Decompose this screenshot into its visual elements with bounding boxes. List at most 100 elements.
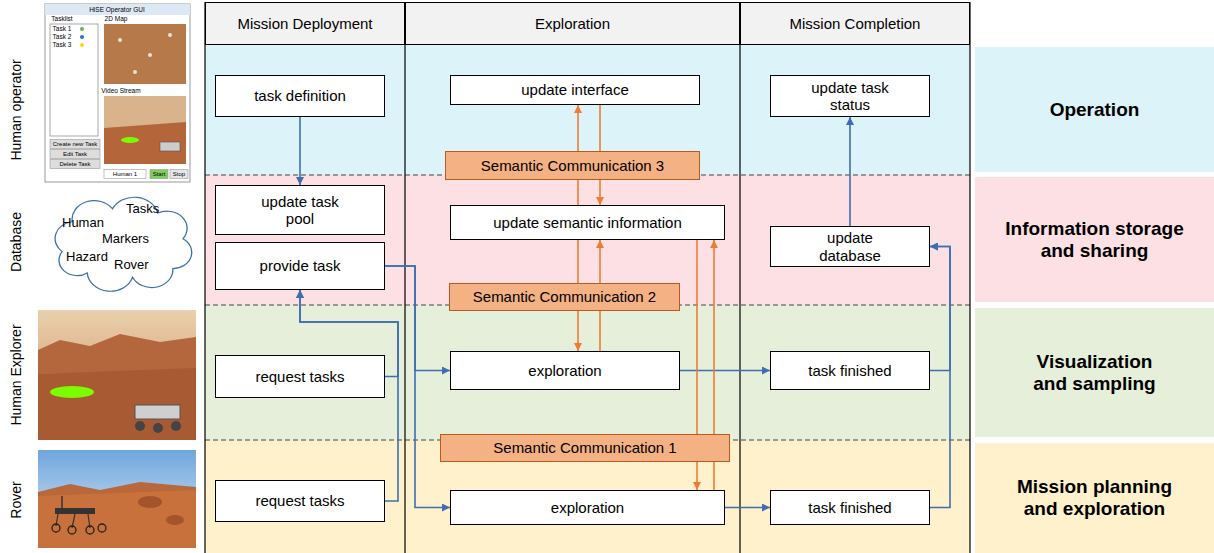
process-box: request tasks xyxy=(215,355,385,398)
video-ground xyxy=(104,122,186,164)
gui-label: Human 1 xyxy=(113,171,137,177)
gui-label: Create new Task xyxy=(53,141,98,147)
gui-video xyxy=(104,96,186,164)
semantic-communication-box: Semantic Communication 3 xyxy=(445,151,700,180)
gui-button xyxy=(50,150,100,159)
process-box: task finished xyxy=(770,490,930,525)
flow-connector xyxy=(849,117,851,226)
gui-button xyxy=(150,170,168,179)
process-box: update interface xyxy=(450,75,700,105)
semantic-communication-box: Semantic Communication 1 xyxy=(440,434,730,462)
column-line xyxy=(404,2,405,553)
text-stack: Semantic Communication 1 xyxy=(493,439,676,456)
node-text: Semantic Communication 2 xyxy=(473,288,656,305)
gui-dropdown xyxy=(104,170,146,179)
gui-label: Task 1 xyxy=(53,26,72,33)
gui-label: Delete Task xyxy=(59,161,90,167)
layer-label-box: Information storage and sharing xyxy=(975,177,1214,302)
text-stack: Information storage and sharing xyxy=(995,218,1195,262)
map-marker xyxy=(148,53,152,57)
rock xyxy=(166,515,184,525)
node-text: exploration xyxy=(551,499,624,516)
flow-connector xyxy=(299,117,301,185)
node-text: task finished xyxy=(808,499,891,516)
flow-connector xyxy=(930,247,950,508)
node-text: Information storage and sharing xyxy=(995,218,1195,262)
status-dot xyxy=(80,35,84,39)
flow-connector xyxy=(385,266,450,371)
node-text: update semantic information xyxy=(493,214,681,231)
process-box: exploration xyxy=(450,351,680,390)
explorer-band xyxy=(205,305,970,440)
text-stack: Mission Deployment xyxy=(237,15,372,32)
cloud-word: Markers xyxy=(102,232,149,247)
node-text: update task status xyxy=(800,79,900,114)
map-marker xyxy=(168,33,172,37)
process-box: update semantic information xyxy=(450,205,725,240)
gui-label: HiSE Operator GUI xyxy=(89,6,145,13)
node-text: Semantic Communication 3 xyxy=(481,157,664,174)
text-stack: update database xyxy=(813,229,888,264)
explorer-rover xyxy=(135,405,180,419)
node-text: task finished xyxy=(808,362,891,379)
node-text: Mission planning and exploration xyxy=(1005,476,1185,520)
node-text: exploration xyxy=(528,362,601,379)
node-text: update interface xyxy=(521,81,629,98)
gui-tasklist-panel xyxy=(50,24,98,136)
node-text: Operation xyxy=(1050,99,1140,121)
flow-connector xyxy=(725,507,770,509)
rover-wheel xyxy=(98,524,106,532)
node-text: request tasks xyxy=(255,492,344,509)
layer-label-box: Operation xyxy=(975,47,1214,172)
node-text: Visualization and sampling xyxy=(1020,351,1170,395)
row-actor-label: Rover xyxy=(9,481,23,518)
text-stack: task definition xyxy=(254,87,346,104)
map-marker xyxy=(133,70,137,74)
rover-wheel xyxy=(153,423,163,433)
gui-button xyxy=(50,160,100,169)
process-box: task finished xyxy=(770,351,930,390)
gui-button xyxy=(170,170,188,179)
column-header: Exploration xyxy=(405,2,740,45)
database-cloud: TasksHumanMarkersHazardRover xyxy=(40,190,195,296)
text-stack: request tasks xyxy=(255,368,344,385)
gui-label: Tasklist xyxy=(51,16,72,23)
rover-mast xyxy=(61,496,63,508)
gui-label: Stop xyxy=(173,171,185,177)
explorer-ground xyxy=(38,368,196,440)
process-box: exploration xyxy=(450,490,725,525)
gui-label: Task 3 xyxy=(53,42,72,49)
column-line xyxy=(739,2,740,553)
flow-connector xyxy=(680,370,770,372)
process-box: update task status xyxy=(770,75,930,117)
column-header: Mission Deployment xyxy=(205,2,405,45)
row-actor-label: Database xyxy=(9,212,23,272)
flow-connector xyxy=(385,266,450,508)
text-stack: provide task xyxy=(260,257,341,274)
text-stack: task finished xyxy=(808,499,891,516)
text-stack: update task pool xyxy=(250,193,350,228)
flow-connector xyxy=(930,247,950,371)
layer-label-box: Mission planning and exploration xyxy=(975,443,1214,553)
text-stack: Operation xyxy=(1050,99,1140,121)
text-stack: update task status xyxy=(800,79,900,114)
cloud-word: Hazard xyxy=(66,250,108,265)
ground-marker xyxy=(50,386,94,398)
rock xyxy=(138,496,162,508)
column-line xyxy=(204,2,205,553)
process-box: update database xyxy=(770,226,930,267)
rover-wheel xyxy=(52,524,60,532)
row-actor-label: Human Explorer xyxy=(9,324,23,425)
map-marker xyxy=(118,38,122,42)
cloud-shape xyxy=(55,197,192,291)
status-dot xyxy=(80,27,84,31)
node-text: update task pool xyxy=(250,193,350,228)
text-stack: update interface xyxy=(521,81,629,98)
rover-wheel xyxy=(68,526,76,534)
gui-window xyxy=(45,4,190,182)
rover-wheel xyxy=(86,526,94,534)
explorer-sky xyxy=(38,310,196,440)
process-box: request tasks xyxy=(215,480,385,522)
process-box: update task pool xyxy=(215,185,385,235)
